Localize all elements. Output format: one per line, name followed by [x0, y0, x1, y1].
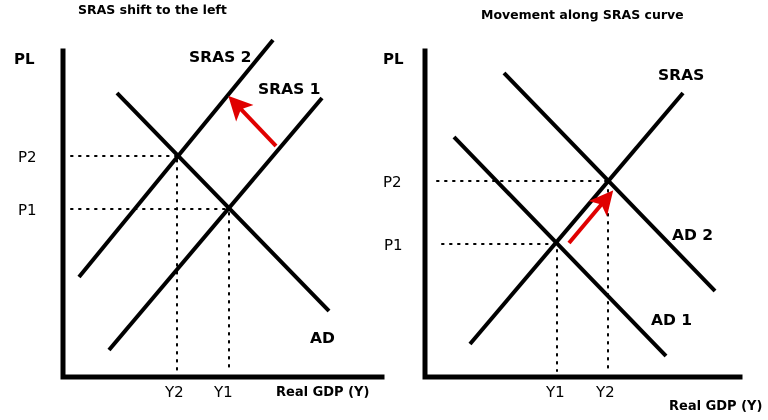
left-chart: SRAS shift to the left PL P2 P1 Y2 Y1 Re… — [14, 2, 385, 401]
right-ad1-label: AD 1 — [651, 311, 692, 329]
left-ad-label: AD — [310, 329, 335, 347]
right-ad2-label: AD 2 — [672, 226, 713, 244]
right-ad2-curve — [502, 71, 717, 293]
right-y2-label: Y2 — [595, 383, 615, 401]
left-y2-label: Y2 — [164, 383, 184, 401]
right-y1-label: Y1 — [545, 383, 565, 401]
left-p2-label: P2 — [18, 148, 37, 166]
left-y1-label: Y1 — [213, 383, 233, 401]
right-p2-label: P2 — [383, 173, 402, 191]
right-x-axis-label: Real GDP (Y) — [669, 399, 762, 414]
left-shift-arrow-icon — [228, 95, 278, 148]
left-sras1-label: SRAS 1 — [258, 80, 320, 98]
right-p1-label: P1 — [384, 236, 403, 254]
left-p1-label: P1 — [18, 201, 37, 219]
left-sras2-curve — [77, 38, 275, 279]
right-movement-arrow-icon — [567, 190, 614, 245]
left-sras2-label: SRAS 2 — [189, 48, 251, 66]
right-sras-label: SRAS — [658, 66, 704, 84]
left-ad-curve — [115, 91, 331, 313]
left-chart-title: SRAS shift to the left — [78, 2, 227, 17]
right-y-axis-label: PL — [383, 50, 404, 68]
right-ad1-curve — [452, 135, 668, 358]
left-sras1-curve — [107, 96, 324, 352]
right-chart: Movement along SRAS curve PL P2 P1 Y1 Y2… — [383, 7, 762, 414]
right-chart-title: Movement along SRAS curve — [481, 7, 684, 22]
right-sras-curve — [468, 91, 685, 346]
left-x-axis-label: Real GDP (Y) — [276, 385, 369, 400]
left-y-axis-label: PL — [14, 50, 35, 68]
